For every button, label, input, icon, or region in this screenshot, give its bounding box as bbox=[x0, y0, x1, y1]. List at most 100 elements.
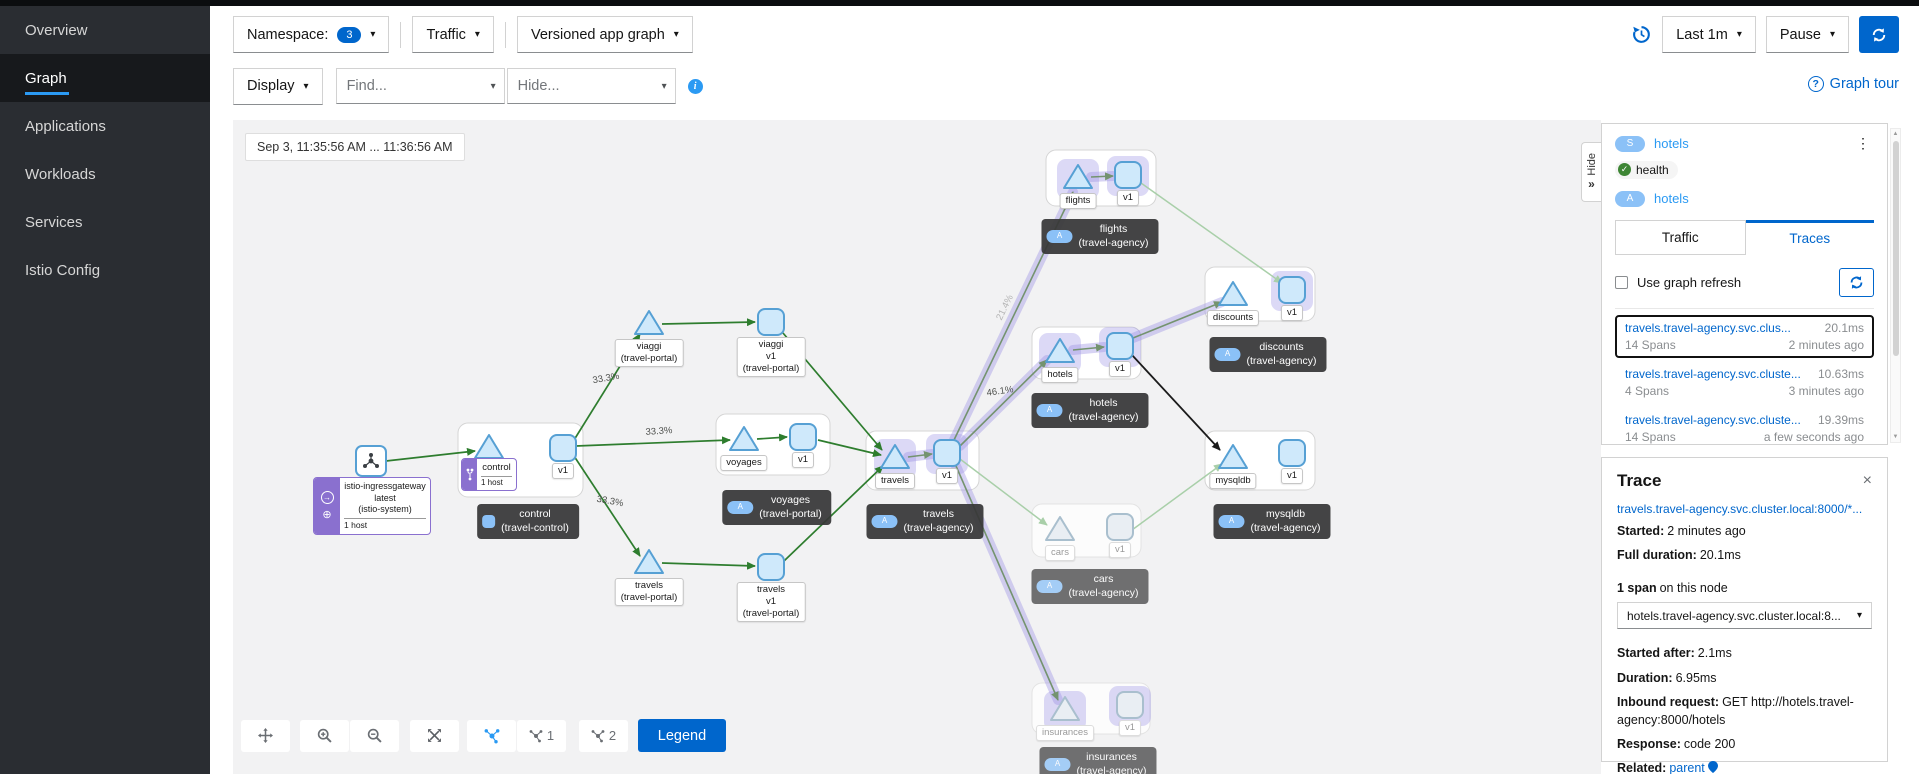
fit-to-screen-button[interactable] bbox=[410, 719, 459, 752]
graph-node-travels-portal-app[interactable] bbox=[634, 549, 664, 574]
time-history-icon[interactable] bbox=[1630, 24, 1652, 46]
close-icon[interactable]: × bbox=[1862, 472, 1872, 489]
graph-node-travels-portal-v1[interactable] bbox=[757, 553, 785, 581]
graph-node-mysqldb-v1[interactable] bbox=[1278, 439, 1306, 467]
graph-node-viaggi-v1[interactable] bbox=[757, 308, 785, 336]
trace-list-item[interactable]: travels.travel-agency.svc.cluste...19.39… bbox=[1615, 407, 1874, 450]
graph-edge[interactable] bbox=[385, 447, 476, 462]
gateway-icon bbox=[368, 458, 374, 464]
tab-traffic[interactable]: Traffic bbox=[1615, 219, 1746, 255]
trace-name[interactable]: travels.travel-agency.svc.clus... bbox=[1625, 320, 1791, 335]
graph-edge[interactable] bbox=[573, 455, 641, 557]
graph-edge[interactable] bbox=[1140, 182, 1283, 284]
app-link[interactable]: hotels bbox=[1654, 191, 1689, 206]
graph-node-hotels-app[interactable] bbox=[1045, 338, 1075, 363]
layout-default-button[interactable] bbox=[467, 719, 516, 752]
full-duration-value: 20.1ms bbox=[1699, 548, 1741, 563]
scroll-down-icon[interactable]: ▼ bbox=[1892, 434, 1899, 440]
related-parent-link[interactable]: parent bbox=[1669, 761, 1705, 774]
zoom-in-button[interactable] bbox=[300, 719, 349, 752]
graph-edge[interactable] bbox=[955, 465, 1059, 701]
graph-node-voyages-app[interactable] bbox=[729, 426, 759, 451]
graph-edge[interactable] bbox=[1090, 172, 1114, 181]
hide-input[interactable] bbox=[517, 78, 658, 94]
graph-edge[interactable] bbox=[817, 439, 882, 458]
graph-type-dropdown[interactable]: Versioned app graph ▾ bbox=[516, 16, 693, 53]
scrollbar-thumb[interactable] bbox=[1892, 141, 1899, 356]
span-select[interactable]: hotels.travel-agency.svc.cluster.local:8… bbox=[1617, 602, 1872, 630]
graph-node-discounts-v1[interactable] bbox=[1278, 276, 1306, 304]
graph-edge[interactable] bbox=[907, 451, 933, 459]
graph-node-flights-v1[interactable] bbox=[1114, 161, 1142, 189]
namespace-dropdown[interactable]: Namespace: 3 ▾ bbox=[233, 16, 390, 53]
graph-node-viaggi-app[interactable] bbox=[634, 310, 664, 335]
trace-list-item[interactable]: travels.travel-agency.svc.cluste...10.63… bbox=[1615, 361, 1874, 404]
graph-edge[interactable] bbox=[575, 436, 731, 447]
graph-node-cars-v1[interactable] bbox=[1106, 513, 1134, 541]
kebab-menu-icon[interactable]: ⋮ bbox=[1856, 135, 1870, 151]
layout-1-button[interactable]: 1 bbox=[517, 719, 566, 752]
graph-edge[interactable] bbox=[661, 318, 756, 327]
sidebar-item-workloads[interactable]: Workloads bbox=[0, 150, 210, 198]
graph-tour-link[interactable]: ? Graph tour bbox=[1807, 76, 1899, 92]
trace-url-link[interactable]: travels.travel-agency.svc.cluster.local:… bbox=[1617, 502, 1863, 516]
zoom-out-button[interactable] bbox=[350, 719, 399, 752]
info-icon[interactable]: i bbox=[687, 78, 703, 94]
graph-edge[interactable] bbox=[1132, 301, 1223, 339]
graph-edge[interactable] bbox=[756, 433, 788, 442]
sidebar-item-overview[interactable]: Overview bbox=[0, 6, 210, 54]
topology-graph[interactable] bbox=[233, 120, 1601, 774]
layout-2-button[interactable]: 2 bbox=[579, 719, 628, 752]
graph-edge[interactable] bbox=[783, 465, 884, 562]
hide-panel-tab[interactable]: Hide » bbox=[1581, 142, 1601, 202]
use-graph-refresh-checkbox[interactable] bbox=[1615, 275, 1628, 289]
graph-edge[interactable] bbox=[959, 458, 1048, 526]
graph-node-discounts-app[interactable] bbox=[1218, 281, 1248, 306]
graph-node-travels-v1[interactable] bbox=[933, 439, 961, 467]
traces-refresh-button[interactable] bbox=[1839, 267, 1874, 297]
pan-button[interactable] bbox=[241, 719, 290, 752]
graph-edge[interactable] bbox=[573, 333, 641, 441]
duration-dropdown[interactable]: Last 1m ▾ bbox=[1662, 16, 1756, 53]
sidebar-item-applications[interactable]: Applications bbox=[0, 102, 210, 150]
refresh-button[interactable] bbox=[1859, 16, 1899, 53]
panel-scrollbar[interactable]: ▲ ▼ bbox=[1890, 128, 1901, 443]
health-label: health bbox=[1636, 162, 1669, 177]
graph-node-control-v1[interactable] bbox=[549, 434, 577, 462]
sidebar-item-istio-config[interactable]: Istio Config bbox=[0, 246, 210, 294]
trace-age: a few seconds ago bbox=[1763, 429, 1864, 444]
graph-edge[interactable] bbox=[1131, 463, 1223, 531]
graph-node-voyages-v1[interactable] bbox=[789, 423, 817, 451]
refresh-interval-label: Pause bbox=[1779, 26, 1821, 43]
trace-name[interactable]: travels.travel-agency.svc.cluste... bbox=[1625, 412, 1801, 427]
graph-node-mysqldb-app[interactable] bbox=[1218, 444, 1248, 469]
graph-node-cars-app[interactable] bbox=[1045, 516, 1075, 541]
graph-node-flights-app[interactable] bbox=[1063, 164, 1093, 189]
chevron-down-icon[interactable]: ▾ bbox=[661, 80, 667, 92]
traffic-dropdown[interactable]: Traffic ▾ bbox=[412, 16, 494, 53]
sidebar-item-services[interactable]: Services bbox=[0, 198, 210, 246]
graph-edge[interactable] bbox=[1131, 354, 1221, 451]
graph-edge[interactable] bbox=[953, 191, 1074, 441]
chevron-down-icon: ▾ bbox=[1736, 29, 1742, 40]
trace-name[interactable]: travels.travel-agency.svc.cluste... bbox=[1625, 366, 1801, 381]
sidebar-item-graph[interactable]: Graph bbox=[0, 54, 210, 102]
graph-edge[interactable] bbox=[1072, 343, 1105, 352]
graph-node-insurances-app[interactable] bbox=[1050, 696, 1080, 721]
service-link[interactable]: hotels bbox=[1654, 136, 1689, 151]
graph-node-insurances-v1[interactable] bbox=[1116, 691, 1144, 719]
tab-traces[interactable]: Traces bbox=[1745, 219, 1874, 255]
graph-node-hotels-v1[interactable] bbox=[1106, 332, 1134, 360]
display-dropdown[interactable]: Display ▾ bbox=[233, 67, 323, 105]
legend-button[interactable]: Legend bbox=[638, 719, 726, 752]
graph-edge[interactable] bbox=[959, 359, 1048, 447]
chevron-down-icon[interactable]: ▾ bbox=[490, 80, 496, 92]
find-input[interactable] bbox=[346, 78, 487, 94]
graph-edge[interactable] bbox=[661, 561, 756, 570]
refresh-interval-dropdown[interactable]: Pause ▾ bbox=[1765, 16, 1849, 53]
graph-node-travels-app[interactable] bbox=[880, 444, 910, 469]
trace-started-line: Started:2 minutes ago bbox=[1617, 522, 1872, 540]
scroll-up-icon[interactable]: ▲ bbox=[1892, 131, 1899, 137]
